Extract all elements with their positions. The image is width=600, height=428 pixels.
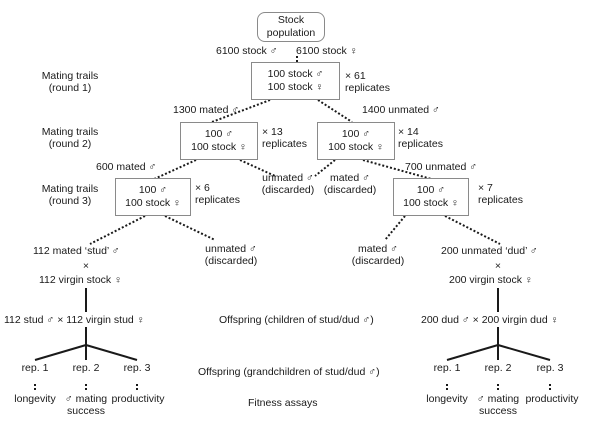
left-assay-mating: ♂ mating success	[64, 393, 108, 417]
left-rep-2: rep. 2	[72, 362, 100, 374]
round2-right-mated: mated ♂ (discarded)	[323, 172, 377, 196]
right-rep-1: rep. 1	[433, 362, 461, 374]
link-round2-right-mated	[314, 159, 336, 177]
round2-left-box: 100 ♂ 100 stock ♀	[180, 122, 258, 160]
offspring-left: 112 stud ♂ × 112 virgin stud ♀	[4, 314, 145, 326]
dud-males: 200 unmated ‘dud’ ♂	[441, 245, 538, 257]
cross-left: ×	[82, 260, 90, 272]
link-round1-right	[317, 99, 353, 123]
grandchildren-label: Offspring (grandchildren of stud/dud ♂)	[198, 366, 380, 378]
round2-left-replicates: × 13 replicates	[262, 126, 307, 150]
right-rep-3: rep. 3	[536, 362, 564, 374]
link-round2-left-unmated	[239, 159, 276, 177]
link-left-rep1	[34, 344, 87, 361]
virgin-stock-left: 112 virgin stock ♀	[39, 274, 122, 286]
round2-right-replicates: × 14 replicates	[398, 126, 443, 150]
link-round3-right-discard	[384, 215, 406, 241]
round3-label: Mating trails (round 3)	[41, 183, 99, 207]
round2-right-unmated: 700 unmated ♂	[405, 161, 478, 173]
link-round2-left-mated	[151, 159, 197, 181]
offspring-right: 200 dud ♂ × 200 virgin dud ♀	[421, 314, 559, 326]
left-rep-3: rep. 3	[123, 362, 151, 374]
round1-label: Mating trails (round 1)	[41, 70, 99, 94]
round3-left-replicates: × 6 replicates	[195, 182, 240, 206]
right-assay-mating: ♂ mating success	[476, 393, 520, 417]
round2-label: Mating trails (round 2)	[41, 126, 99, 150]
stock-population-box: Stock population	[257, 12, 325, 42]
right-assay-longevity: longevity	[426, 393, 468, 405]
round3-right-box: 100 ♂ 100 stock ♀	[393, 178, 469, 216]
offspring-label: Offspring (children of stud/dud ♂)	[219, 314, 374, 326]
left-assay-productivity: productivity	[111, 393, 165, 405]
fitness-assays-label: Fitness assays	[248, 397, 318, 409]
initial-female: 6100 stock ♀	[296, 45, 358, 57]
link-round3-right-dud	[444, 215, 501, 245]
round1-box: 100 stock ♂ 100 stock ♀	[251, 62, 340, 100]
link-right-rep3	[497, 344, 551, 361]
round2-left-mated: 600 mated ♂	[96, 161, 157, 173]
link-round3-left-stud	[89, 215, 146, 245]
link-right-rep1	[446, 344, 499, 361]
link-round2-right-unmated	[362, 159, 436, 181]
initial-male: 6100 stock ♂	[216, 45, 278, 57]
round3-left-box: 100 ♂ 100 stock ♀	[115, 178, 191, 216]
round1-mated: 1300 mated ♂	[173, 104, 240, 116]
dud-discarded: mated ♂ (discarded)	[351, 243, 405, 267]
stud-discarded: unmated ♂ (discarded)	[204, 243, 258, 267]
right-assay-productivity: productivity	[525, 393, 579, 405]
round1-replicates: × 61 replicates	[345, 70, 390, 94]
link-round3-left-discard	[164, 215, 216, 241]
left-assay-longevity: longevity	[14, 393, 56, 405]
virgin-stock-right: 200 virgin stock ♀	[449, 274, 533, 286]
right-rep-2: rep. 2	[484, 362, 512, 374]
round1-unmated: 1400 unmated ♂	[362, 104, 440, 116]
round2-left-unmated: unmated ♂ (discarded)	[261, 172, 315, 196]
link-left-rep3	[85, 344, 138, 361]
left-rep-1: rep. 1	[21, 362, 49, 374]
stock-line-2: population	[266, 27, 316, 39]
round2-right-box: 100 ♂ 100 stock ♀	[317, 122, 395, 160]
stud-males: 112 mated ‘stud’ ♂	[33, 245, 120, 257]
round3-right-replicates: × 7 replicates	[478, 182, 523, 206]
stock-line-1: Stock	[277, 14, 305, 26]
cross-right: ×	[494, 260, 502, 272]
